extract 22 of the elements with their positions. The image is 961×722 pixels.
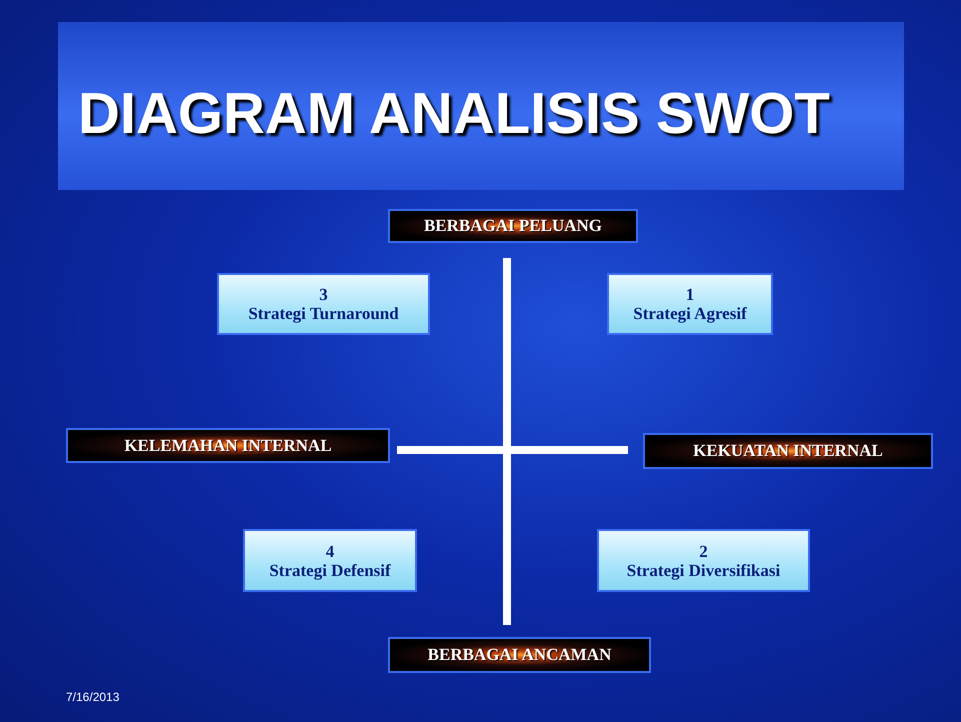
- quadrant-number: 3: [319, 285, 328, 304]
- axis-label-box: [643, 433, 933, 469]
- quadrant-number: 2: [699, 542, 708, 560]
- axis-label: BERBAGAI ANCAMAN: [428, 645, 612, 665]
- axis-label-box: [388, 637, 651, 673]
- strategy-label: Strategi Diversifikasi: [626, 560, 780, 580]
- axis-label-box: [66, 428, 390, 463]
- strategy-label: Strategi Turnaround: [248, 304, 399, 323]
- strategy-box: [607, 273, 773, 335]
- quadrant-number: 4: [326, 542, 334, 560]
- quadrant-number: 1: [686, 285, 694, 304]
- date-label: 7/16/2013: [66, 690, 120, 704]
- strategy-box: [243, 529, 417, 592]
- axis-label: KEKUATAN INTERNAL: [693, 441, 883, 461]
- strategy-label: Strategi Agresif: [633, 304, 747, 323]
- axis-label: BERBAGAI PELUANG: [424, 216, 602, 236]
- strategy-box: [217, 273, 430, 335]
- strategy-label: Strategi Defensif: [269, 560, 391, 580]
- axis-label-box: [388, 209, 638, 243]
- strategy-box: [597, 529, 810, 592]
- axis-label: KELEMAHAN INTERNAL: [124, 436, 332, 456]
- slide-title: DIAGRAM ANALISIS SWOT: [78, 80, 830, 147]
